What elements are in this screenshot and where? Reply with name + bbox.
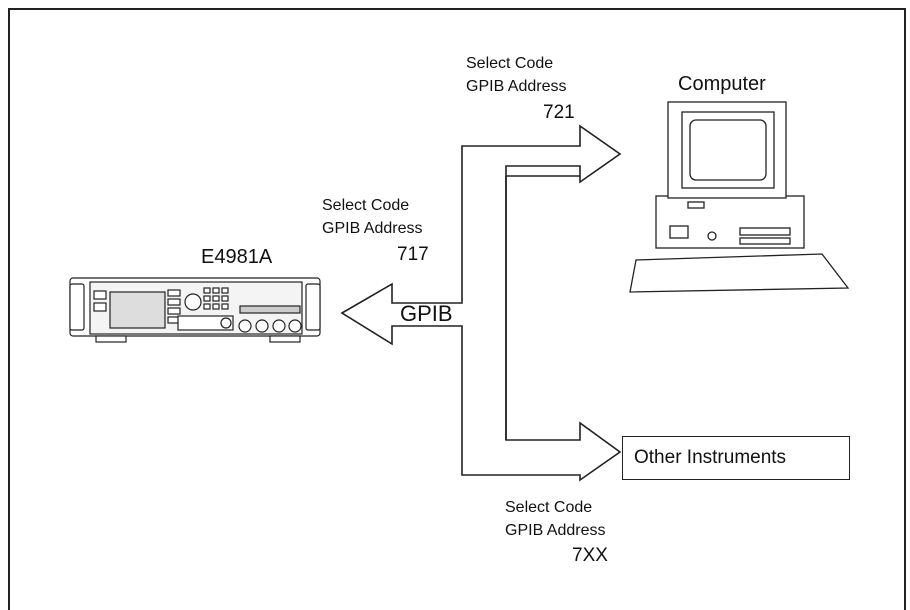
terminal-connector [238,319,252,333]
other-instruments-box [622,436,850,480]
other-gpib-address-label: GPIB Address [505,522,606,539]
monitor-base [687,201,705,209]
softkey [167,289,181,297]
computer-gpib-address-label: GPIB Address [466,78,567,95]
keyboard [629,253,850,293]
system-badge [669,225,689,239]
softkey [93,290,107,300]
instrument-select-code-label: Select Code [322,197,410,214]
power-button [707,231,717,241]
right-handle [305,283,321,331]
keypad-key [221,287,229,294]
gpib-bus-label: GPIB [400,301,453,326]
computer-illustration [629,101,850,293]
instrument-name: E4981A [201,246,273,268]
computer-name: Computer [678,73,766,95]
other-select-code-label: Select Code [505,499,593,516]
other-instruments-name: Other Instruments [634,447,787,468]
gpib-bus-outline [340,124,622,482]
softkey [167,298,181,306]
e4981a-instrument-illustration [69,277,321,343]
keypad-key [212,287,220,294]
drive-bay [739,227,791,236]
gpib-bus-arrows [340,124,622,482]
instrument-gpib-address: 717 [397,244,429,265]
left-handle [69,283,85,331]
keypad-key [221,303,229,310]
softkey [93,302,107,312]
keypad-key [212,295,220,302]
softkey [167,307,181,315]
computer-select-code-label: Select Code [466,55,554,72]
keypad-key [221,295,229,302]
foot-right [269,335,301,343]
instrument-gpib-address-label: GPIB Address [322,220,423,237]
computer-gpib-address: 721 [543,102,575,123]
instrument-screen [109,291,166,329]
foot-left [95,335,127,343]
diagram-frame [8,8,906,610]
keypad-key [203,295,211,302]
nav-keys [184,293,202,311]
keypad-key [203,303,211,310]
monitor-screen [689,119,767,181]
terminal-connector [288,319,302,333]
other-gpib-address: 7XX [572,545,608,566]
knob-panel [177,315,234,331]
keypad-key [212,303,220,310]
terminal-connector [272,319,286,333]
terminal-connector [255,319,269,333]
rotary-knob [220,317,232,329]
caution-label [239,305,301,314]
gpib-bus-inner-line [505,175,580,440]
keypad-key [203,287,211,294]
drive-bay [739,237,791,245]
